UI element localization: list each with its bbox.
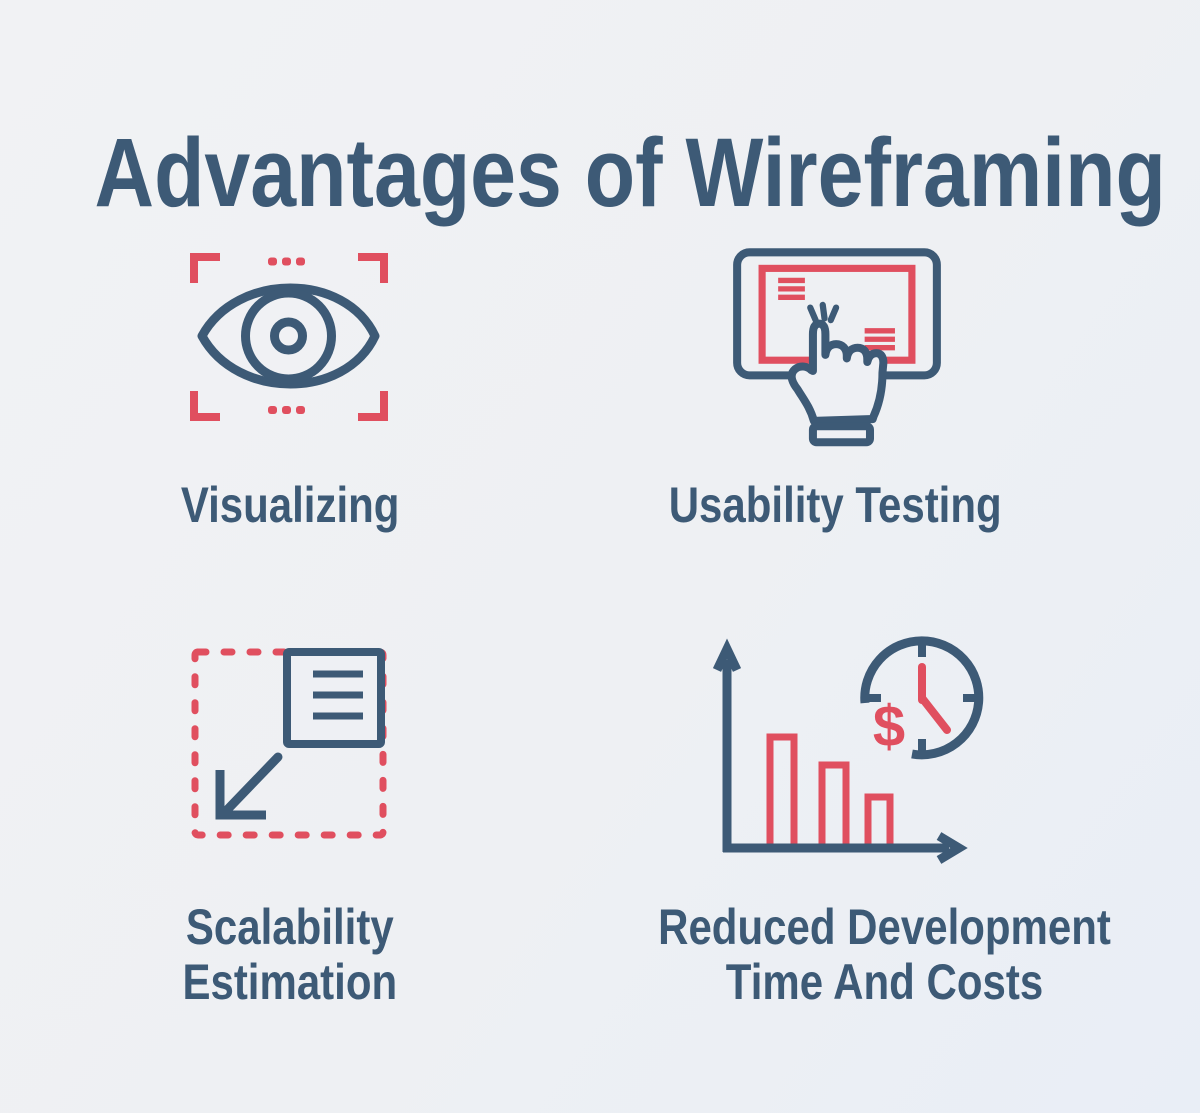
page-title-text: Advantages of Wireframing <box>94 117 1166 227</box>
screen-text-lines-right <box>864 328 895 351</box>
touchscreen-tap-icon <box>733 248 941 447</box>
scale-down-document-icon <box>191 648 387 839</box>
screen-text-lines-left <box>778 277 805 301</box>
document-text-lines <box>313 670 363 720</box>
eye-focus-icon <box>190 253 388 421</box>
label-line: Reduced Development <box>658 899 1111 955</box>
dollar-sign: $ <box>873 694 905 759</box>
focus-corner-brackets <box>190 253 388 421</box>
label-visualizing: Visualizing <box>90 478 490 533</box>
axes <box>712 638 968 864</box>
label-usability-testing-text: Usability Testing <box>668 477 1002 533</box>
pointing-hand <box>787 319 888 425</box>
label-line: Estimation <box>182 954 398 1010</box>
label-usability-testing: Usability Testing <box>635 478 1035 533</box>
shrink-arrow <box>215 752 283 820</box>
label-line: Scalability <box>186 899 394 955</box>
label-visualizing-text: Visualizing <box>180 477 400 533</box>
label-line: Time And Costs <box>725 954 1044 1010</box>
wrist-band <box>808 422 875 447</box>
clock <box>860 636 984 760</box>
tap-click-marks <box>807 301 840 324</box>
eye-shape <box>197 283 380 389</box>
focus-dots <box>268 257 305 414</box>
clock-hands <box>918 663 951 734</box>
declining-bars-clock-dollar-icon: $ <box>712 636 984 864</box>
page-title: Advantages of Wireframing <box>0 117 1200 227</box>
clock-ticks <box>866 642 978 754</box>
